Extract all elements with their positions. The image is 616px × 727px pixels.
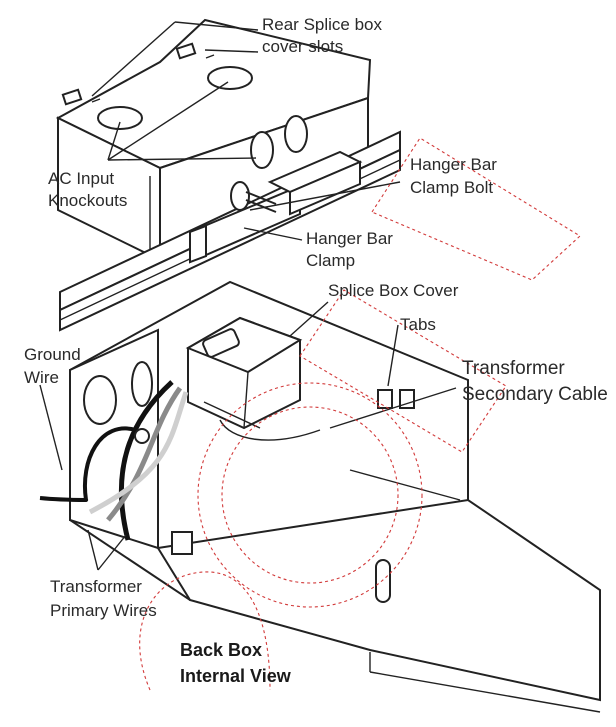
svg-text:Transformer: Transformer <box>50 577 142 596</box>
label-hanger-bar-clamp-bolt: Hanger Bar Clamp Bolt <box>410 155 497 197</box>
hanger-bar-clamp-bolt <box>230 181 277 213</box>
primary-wire-black <box>119 380 174 541</box>
transformer <box>185 316 303 430</box>
label-transformer-secondary-cable: Transformer Secondary Cable <box>462 358 608 405</box>
knockout-top-left <box>97 106 143 130</box>
svg-text:Hanger Bar: Hanger Bar <box>410 155 497 174</box>
primary-wire-gray <box>106 386 183 522</box>
back-box <box>69 280 601 713</box>
primary-wire-light <box>88 391 189 515</box>
floor-slot <box>171 531 193 555</box>
svg-text:AC Input: AC Input <box>48 169 114 188</box>
svg-text:Tabs: Tabs <box>400 315 436 334</box>
label-splice-box-cover-tabs: Splice Box Cover Tabs <box>328 281 459 334</box>
label-transformer-primary-wires: Transformer Primary Wires <box>50 577 157 620</box>
svg-text:Clamp Bolt: Clamp Bolt <box>410 178 493 197</box>
rear-splice-box <box>55 18 372 262</box>
svg-text:Knockouts: Knockouts <box>48 191 127 210</box>
svg-text:Clamp: Clamp <box>306 251 355 270</box>
svg-text:Hanger Bar: Hanger Bar <box>306 229 393 248</box>
svg-text:Internal View: Internal View <box>180 666 292 686</box>
svg-text:Secondary Cable: Secondary Cable <box>462 384 608 405</box>
hanger-bar-clamp <box>189 150 363 264</box>
cover-slot-right <box>175 42 197 60</box>
svg-text:Wire: Wire <box>24 368 59 387</box>
label-rear-splice-box-cover-slots: Rear Splice box cover slots <box>262 15 383 56</box>
secondary-cable <box>219 419 321 441</box>
watermark <box>139 137 581 691</box>
splice-box-cover-tab-1 <box>377 389 393 409</box>
knockout-side-1 <box>250 131 274 169</box>
svg-text:cover slots: cover slots <box>262 37 343 56</box>
svg-text:Primary Wires: Primary Wires <box>50 601 157 620</box>
ground-wire <box>39 426 137 503</box>
splice-box-cover-tab-2 <box>399 389 415 409</box>
primary-wires <box>88 380 189 541</box>
knockout-top-right <box>207 66 253 90</box>
side-knockout <box>83 375 117 425</box>
svg-text:Splice Box Cover: Splice Box Cover <box>328 281 459 300</box>
svg-text:Ground: Ground <box>24 345 81 364</box>
label-ground-wire: Ground Wire <box>24 345 81 387</box>
leader-lines <box>39 21 457 571</box>
knockout-side-2 <box>284 115 308 153</box>
label-back-box-internal-view: Back Box Internal View <box>180 640 292 686</box>
cover-slot-left <box>61 88 83 106</box>
label-hanger-bar-clamp: Hanger Bar Clamp <box>306 229 393 270</box>
svg-text:Rear Splice box: Rear Splice box <box>262 15 383 34</box>
ground-screw <box>134 428 150 444</box>
svg-text:Back Box: Back Box <box>180 640 262 660</box>
svg-text:Transformer: Transformer <box>462 358 565 379</box>
label-ac-input-knockouts: AC Input Knockouts <box>48 169 127 210</box>
